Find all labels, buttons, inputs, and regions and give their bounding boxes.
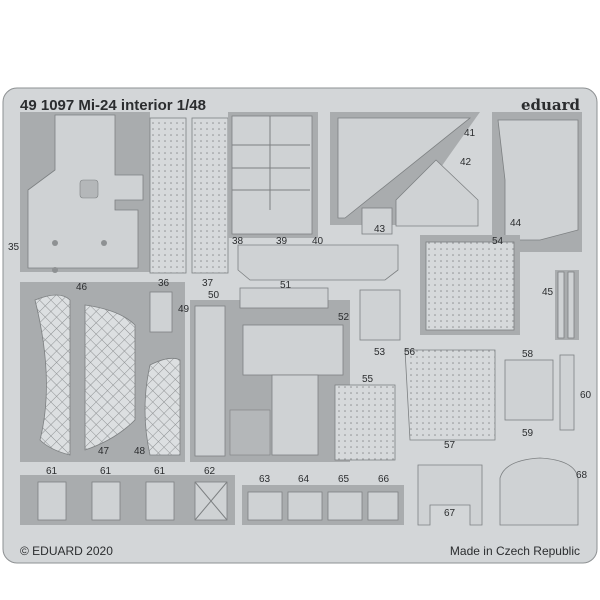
part-label: 66 [378,474,390,485]
part-label: 49 [178,304,190,315]
part-63-66 [242,485,404,525]
part-label: 57 [444,440,456,451]
part-label: 38 [232,236,244,247]
part-label: 48 [134,446,146,457]
part-40 [237,244,399,281]
part-label: 64 [298,474,310,485]
part-label: 46 [76,282,88,293]
part-label: 41 [464,128,476,139]
part-label: 39 [276,236,288,247]
part-label: 55 [362,374,374,385]
part-labels: 35 36 37 38 39 40 41 42 43 44 45 46 47 4… [8,128,592,519]
part-label: 61 [46,466,58,477]
part-56-57 [404,349,496,441]
part-label: 45 [542,287,554,298]
part-label: 40 [312,236,324,247]
part-41 [330,112,480,225]
part-label: 50 [208,290,220,301]
part-55 [334,384,396,461]
part-label: 47 [98,446,110,457]
part-43 [361,207,393,235]
part-label: 58 [522,349,534,360]
part-label: 63 [259,474,271,485]
part-label: 43 [374,224,386,235]
part-58-59 [504,359,554,421]
part-51 [239,287,329,309]
part-label: 67 [444,508,456,519]
part-label: 62 [204,466,216,477]
part-60 [559,354,575,431]
part-45 [555,270,579,340]
part-label: 37 [202,278,214,289]
part-label: 61 [154,466,166,477]
part-label: 61 [100,466,112,477]
part-38 [228,112,318,238]
part-label: 56 [404,347,416,358]
part-label: 44 [510,218,522,229]
part-label: 59 [522,428,534,439]
part-label: 68 [576,470,588,481]
part-54 [420,235,520,335]
part-68 [499,457,579,526]
part-50-52 [190,300,350,462]
part-label: 54 [492,236,504,247]
part-42 [395,159,479,227]
origin-text: Made in Czech Republic [450,544,580,558]
part-36 [149,117,187,274]
part-label: 60 [580,390,592,401]
part-label: 36 [158,278,170,289]
part-label: 42 [460,157,472,168]
part-label: 51 [280,280,292,291]
part-35 [20,112,150,273]
fret-title: 49 1097 Mi-24 interior 1/48 [20,97,206,114]
part-label: 53 [374,347,386,358]
part-37 [191,117,229,274]
part-label: 65 [338,474,350,485]
eduard-logo: eduard [521,96,581,114]
part-67 [417,464,483,526]
part-49 [149,291,173,333]
copyright-text: © EDUARD 2020 [20,544,113,558]
part-label: 52 [338,312,350,323]
part-61-62 [20,475,235,525]
part-44 [492,112,582,252]
part-53 [359,289,401,341]
part-label: 35 [8,242,20,253]
